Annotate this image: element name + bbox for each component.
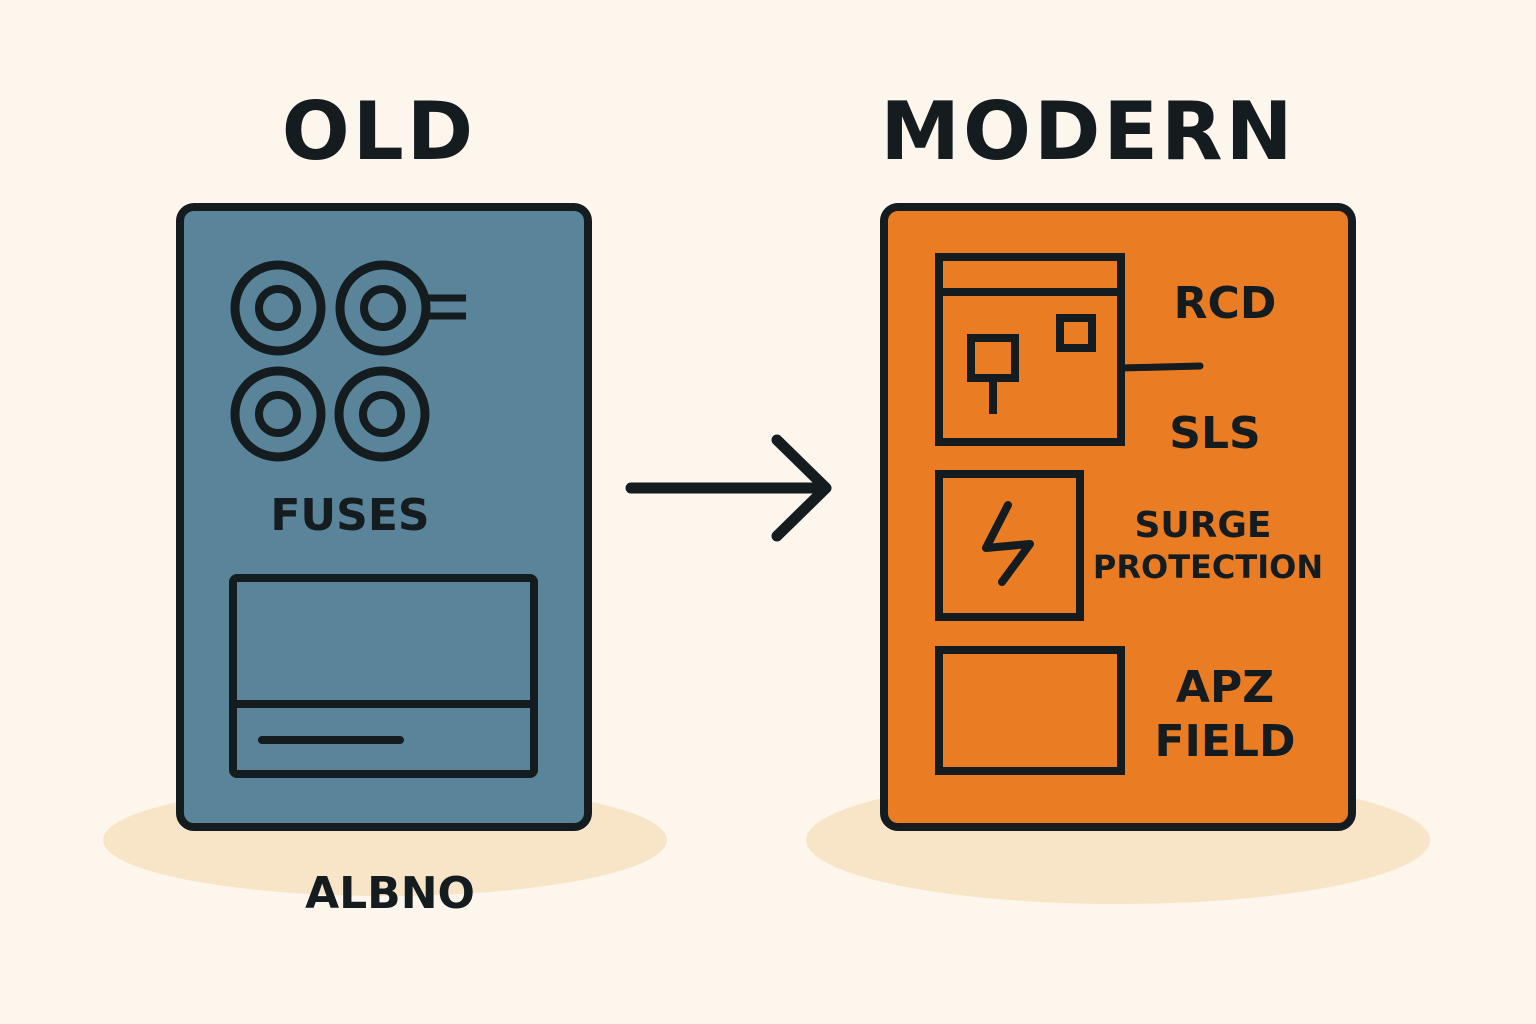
- old-panel-caption: ALBNO: [305, 868, 475, 919]
- surge-label-line2: PROTECTION: [1092, 548, 1324, 586]
- fuses-label: FUSES: [270, 490, 430, 541]
- rcd-label: RCD: [1173, 278, 1277, 329]
- meter-box: [229, 574, 538, 778]
- surge-label-line1: SURGE: [1134, 505, 1272, 546]
- arrow-right-icon: [625, 434, 832, 542]
- apz-label-line1: APZ: [1175, 662, 1275, 713]
- breaker-icon: [935, 253, 1204, 446]
- modern-title: MODERN: [880, 85, 1296, 178]
- lightning-icon: [935, 470, 1084, 621]
- sls-label: SLS: [1169, 408, 1261, 459]
- apz-label-line2: FIELD: [1154, 716, 1296, 767]
- old-panel: [176, 203, 592, 831]
- old-title: OLD: [281, 85, 477, 178]
- fuse-icon: [334, 366, 430, 462]
- fuse-icon: [335, 260, 466, 356]
- modern-panel: [880, 203, 1356, 831]
- fuse-icon: [230, 260, 326, 356]
- fuse-icon: [230, 366, 326, 462]
- apz-field-box: [935, 646, 1125, 775]
